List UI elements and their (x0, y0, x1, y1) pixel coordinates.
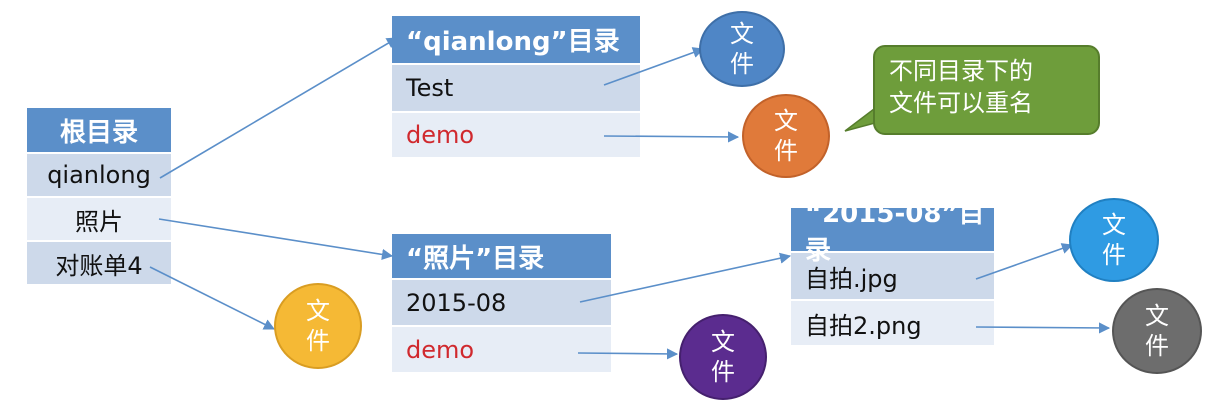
file-circle-yellow: 文 件 (274, 283, 362, 369)
arrow-selfie2-png-file (975, 322, 1111, 334)
callout-note: 不同目录下的 文件可以重名 (873, 45, 1100, 135)
photo-directory-table: “照片”目录 2015-08 demo (392, 234, 611, 374)
file-circle-gray: 文 件 (1112, 288, 1202, 374)
file-circle-label-2: 件 (730, 50, 754, 78)
file-circle-label-2: 件 (711, 358, 735, 386)
arrow-selfie-jpg-file (975, 243, 1074, 280)
arrow-root-qianlong (159, 37, 398, 179)
file-circle-label-1: 文 (774, 107, 798, 135)
file-circle-label-2: 件 (1145, 332, 1169, 360)
qianlong-item-demo: demo (392, 113, 640, 159)
callout-line-2: 文件可以重名 (889, 89, 1033, 117)
qianlong-directory-table: “qianlong”目录 Test demo (392, 16, 640, 159)
dir-2015-08-item-selfie-jpg: 自拍.jpg (791, 253, 994, 301)
root-item-photos: 照片 (27, 198, 171, 242)
file-circle-label-2: 件 (1102, 241, 1126, 269)
photo-item-demo: demo (392, 327, 611, 374)
photo-item-2015-08: 2015-08 (392, 280, 611, 327)
arrow-photo-demo-file (577, 348, 679, 360)
arrow-test-file (603, 47, 705, 86)
file-circle-blue: 文 件 (699, 11, 785, 87)
file-circle-label-1: 文 (730, 20, 754, 48)
arrow-root-photos (158, 218, 394, 260)
file-circle-purple: 文 件 (679, 314, 767, 400)
root-directory-table: 根目录 qianlong 照片 对账单4 (27, 108, 171, 286)
qianlong-item-test: Test (392, 65, 640, 113)
root-directory-header: 根目录 (27, 108, 171, 154)
dir-2015-08-item-selfie2-png: 自拍2.png (791, 301, 994, 347)
qianlong-directory-header: “qianlong”目录 (392, 16, 640, 65)
file-circle-label-1: 文 (1145, 302, 1169, 330)
callout-line-1: 不同目录下的 (889, 57, 1033, 85)
root-item-qianlong: qianlong (27, 154, 171, 198)
arrow-root-statement-file (149, 266, 276, 330)
file-circle-lightblue: 文 件 (1069, 198, 1159, 282)
file-circle-label-1: 文 (711, 328, 735, 356)
file-circle-label-1: 文 (1102, 211, 1126, 239)
file-circle-label-2: 件 (774, 137, 798, 165)
dir-2015-08-table: “2015-08”目录 自拍.jpg 自拍2.png (791, 199, 994, 347)
photo-directory-header: “照片”目录 (392, 234, 611, 280)
root-item-statement: 对账单4 (27, 242, 171, 286)
arrow-2015-08-dir (579, 252, 792, 303)
file-circle-label-1: 文 (306, 297, 330, 325)
file-circle-label-2: 件 (306, 327, 330, 355)
arrow-demo-file (603, 131, 740, 143)
file-circle-orange: 文 件 (742, 94, 830, 178)
